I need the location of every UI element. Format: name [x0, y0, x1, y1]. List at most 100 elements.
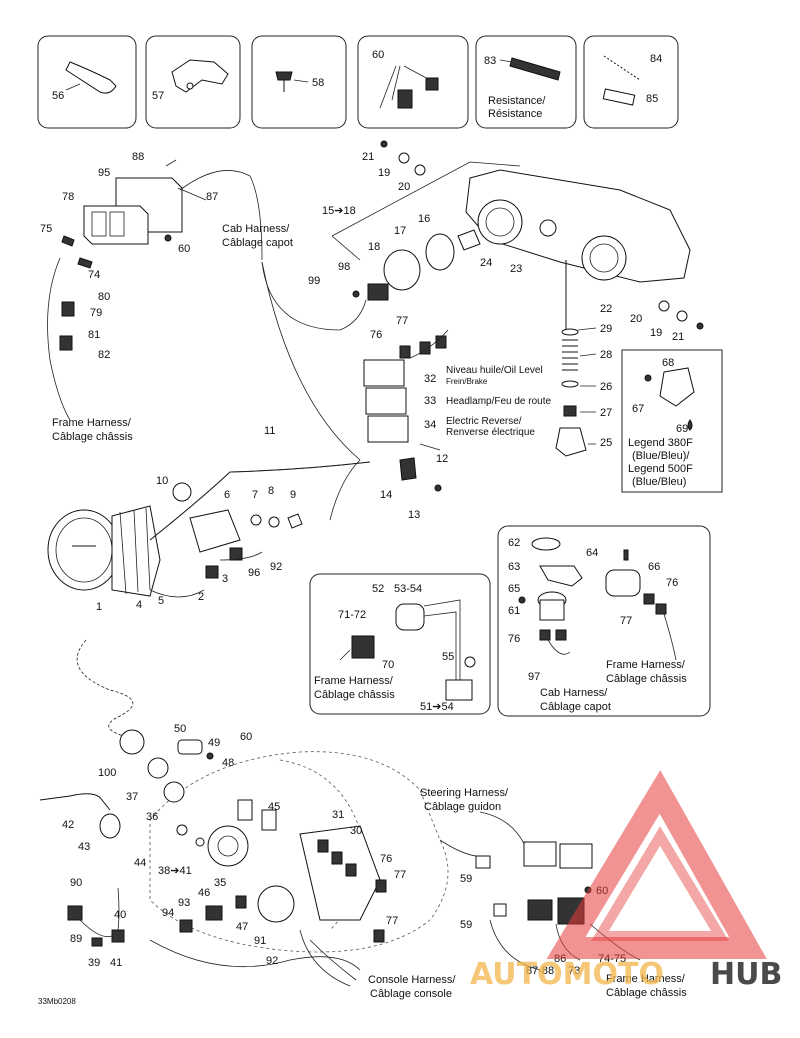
frame-harness-bottom-fr: Câblage châssis: [606, 987, 687, 999]
part-number: 39: [88, 957, 100, 969]
part-number: 63: [508, 561, 520, 573]
inset-box-sensor: 52 53-54 71-72 70 55 51➔54 Frame Harness…: [309, 573, 491, 715]
part-number: 75: [40, 223, 52, 235]
part-number: 74: [88, 269, 100, 281]
console-harness-en: Console Harness/: [368, 974, 456, 986]
part-number: 92: [270, 561, 282, 573]
part-number: 70: [382, 659, 394, 671]
cab-harness-label-fr: Câblage capot: [222, 237, 293, 249]
part-number: 81: [88, 329, 100, 341]
inset-box-56: 56: [37, 35, 137, 129]
part-number: 76: [508, 633, 520, 645]
headlamp-label: Headlamp/Feu de route: [446, 396, 552, 407]
frame-harness-left-en: Frame Harness/: [52, 417, 132, 429]
part-number: 82: [98, 349, 110, 361]
part-number: 47: [236, 921, 248, 933]
part-number: 60: [372, 49, 384, 61]
part-number: 13: [408, 509, 420, 521]
part-number: 31: [332, 809, 344, 821]
part-number: 57: [152, 90, 164, 102]
part-number: 3: [222, 573, 228, 585]
part-number: 79: [90, 307, 102, 319]
part-number: 98: [338, 261, 350, 273]
inset-box-resistance: 83 Resistance/ Résistance: [475, 35, 577, 129]
part-number: 56: [52, 90, 64, 102]
legend-inset: 68 67 69 Legend 380F (Blue/Bleu)/ Legend…: [621, 349, 723, 493]
part-number: 51➔54: [420, 701, 454, 713]
drawing-code: 33Mb0208: [38, 997, 76, 1006]
part-number: 76: [666, 577, 678, 589]
part-number: 20: [398, 181, 410, 193]
inset-box-84-85: 84 85: [583, 35, 679, 129]
part-number: 60: [240, 731, 252, 743]
part-number: 76: [370, 329, 382, 341]
part-number: 62: [508, 537, 520, 549]
part-number: 12: [436, 453, 448, 465]
part-number: 37: [126, 791, 138, 803]
cab-harness-label-en: Cab Harness/: [222, 223, 290, 235]
part-number: 18: [368, 241, 380, 253]
part-number: 77: [394, 869, 406, 881]
part-number: 77: [386, 915, 398, 927]
part-number: 27: [600, 407, 612, 419]
part-number: 41: [110, 957, 122, 969]
part-number: 22: [600, 303, 612, 315]
legend-label: (Blue/Bleu)/: [632, 450, 690, 462]
part-number: 76: [380, 853, 392, 865]
indicator-lamps: 77 76 32 33 34 Niveau huile/Oil Level Fr…: [363, 315, 552, 443]
legend-label: (Blue/Bleu): [632, 476, 686, 488]
frame-harness-mid-fr: Câblage châssis: [314, 689, 395, 701]
part-number: 80: [98, 291, 110, 303]
part-number: 88: [132, 151, 144, 163]
part-number: 43: [78, 841, 90, 853]
console-assembly: 50 49 60 48 100 37 42 36 43 44 38➔41 35 …: [39, 639, 456, 1000]
part-number: 42: [62, 819, 74, 831]
oil-level-label: Niveau huile/Oil Level: [446, 365, 543, 376]
part-number: 19: [650, 327, 662, 339]
part-number: 90: [70, 877, 82, 889]
part-number: 69: [676, 423, 688, 435]
legend-label: Legend 500F: [628, 463, 693, 475]
part-number: 52: [372, 583, 384, 595]
part-number: 71-72: [338, 609, 366, 621]
part-number: 67: [632, 403, 644, 415]
part-number: 97: [528, 671, 540, 683]
frame-harness-right-fr: Câblage châssis: [606, 673, 687, 685]
part-number: 92: [266, 955, 278, 967]
part-number: 48: [222, 757, 234, 769]
cab-harness-right-fr: Câblage capot: [540, 701, 611, 713]
watermark-text-hub: HUB: [710, 957, 782, 992]
part-number: 9: [290, 489, 296, 501]
part-number: 7: [252, 489, 258, 501]
part-number: 15➔18: [322, 205, 356, 217]
part-number: 87: [206, 191, 218, 203]
part-number: 30: [350, 825, 362, 837]
part-number: 20: [630, 313, 642, 325]
part-number: 36: [146, 811, 158, 823]
part-number: 19: [378, 167, 390, 179]
brake-label: Frein/Brake: [446, 377, 488, 386]
part-number: 50: [174, 723, 186, 735]
part-number: 85: [646, 93, 658, 105]
frame-harness-mid-en: Frame Harness/: [314, 675, 394, 687]
part-number: 61: [508, 605, 520, 617]
part-number: 84: [650, 53, 662, 65]
part-number: 34: [424, 419, 436, 431]
part-number: 2: [198, 591, 204, 603]
frame-harness-left-fr: Câblage châssis: [52, 431, 133, 443]
part-number: 40: [114, 909, 126, 921]
electric-reverse-label-fr: Renverse électrique: [446, 427, 535, 438]
part-number: 77: [396, 315, 408, 327]
part-number: 94: [162, 907, 174, 919]
part-number: 5: [158, 595, 164, 607]
part-number: 11: [264, 425, 275, 437]
part-number: 25: [600, 437, 612, 449]
part-number: 100: [98, 767, 116, 779]
part-number: 44: [134, 857, 146, 869]
part-number: 78: [62, 191, 74, 203]
part-number: 49: [208, 737, 220, 749]
part-number: 10: [156, 475, 168, 487]
part-number: 45: [268, 801, 280, 813]
part-number: 89: [70, 933, 82, 945]
part-number: 35: [214, 877, 226, 889]
